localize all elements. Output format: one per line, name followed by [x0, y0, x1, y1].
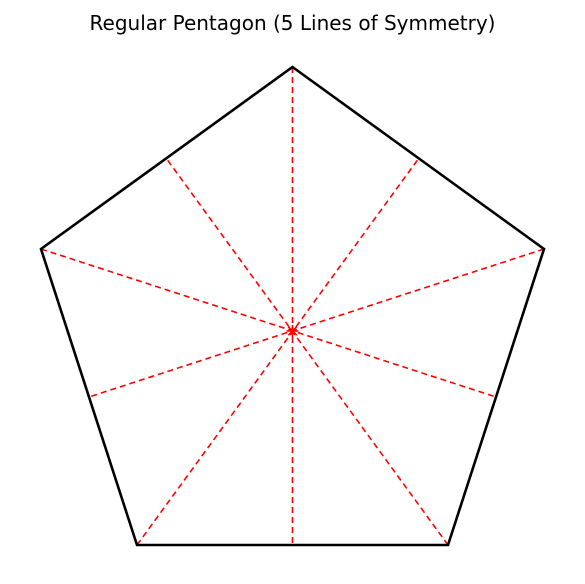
- symmetry-line-3: [165, 157, 449, 546]
- diagram-title: Regular Pentagon (5 Lines of Symmetry): [89, 11, 496, 35]
- symmetry-line-2: [88, 248, 545, 398]
- symmetry-line-4: [136, 157, 420, 546]
- symmetry-lines: [40, 67, 545, 546]
- symmetry-line-5: [40, 248, 497, 398]
- pentagon-outline: [39, 65, 546, 547]
- center-point: [286, 325, 299, 337]
